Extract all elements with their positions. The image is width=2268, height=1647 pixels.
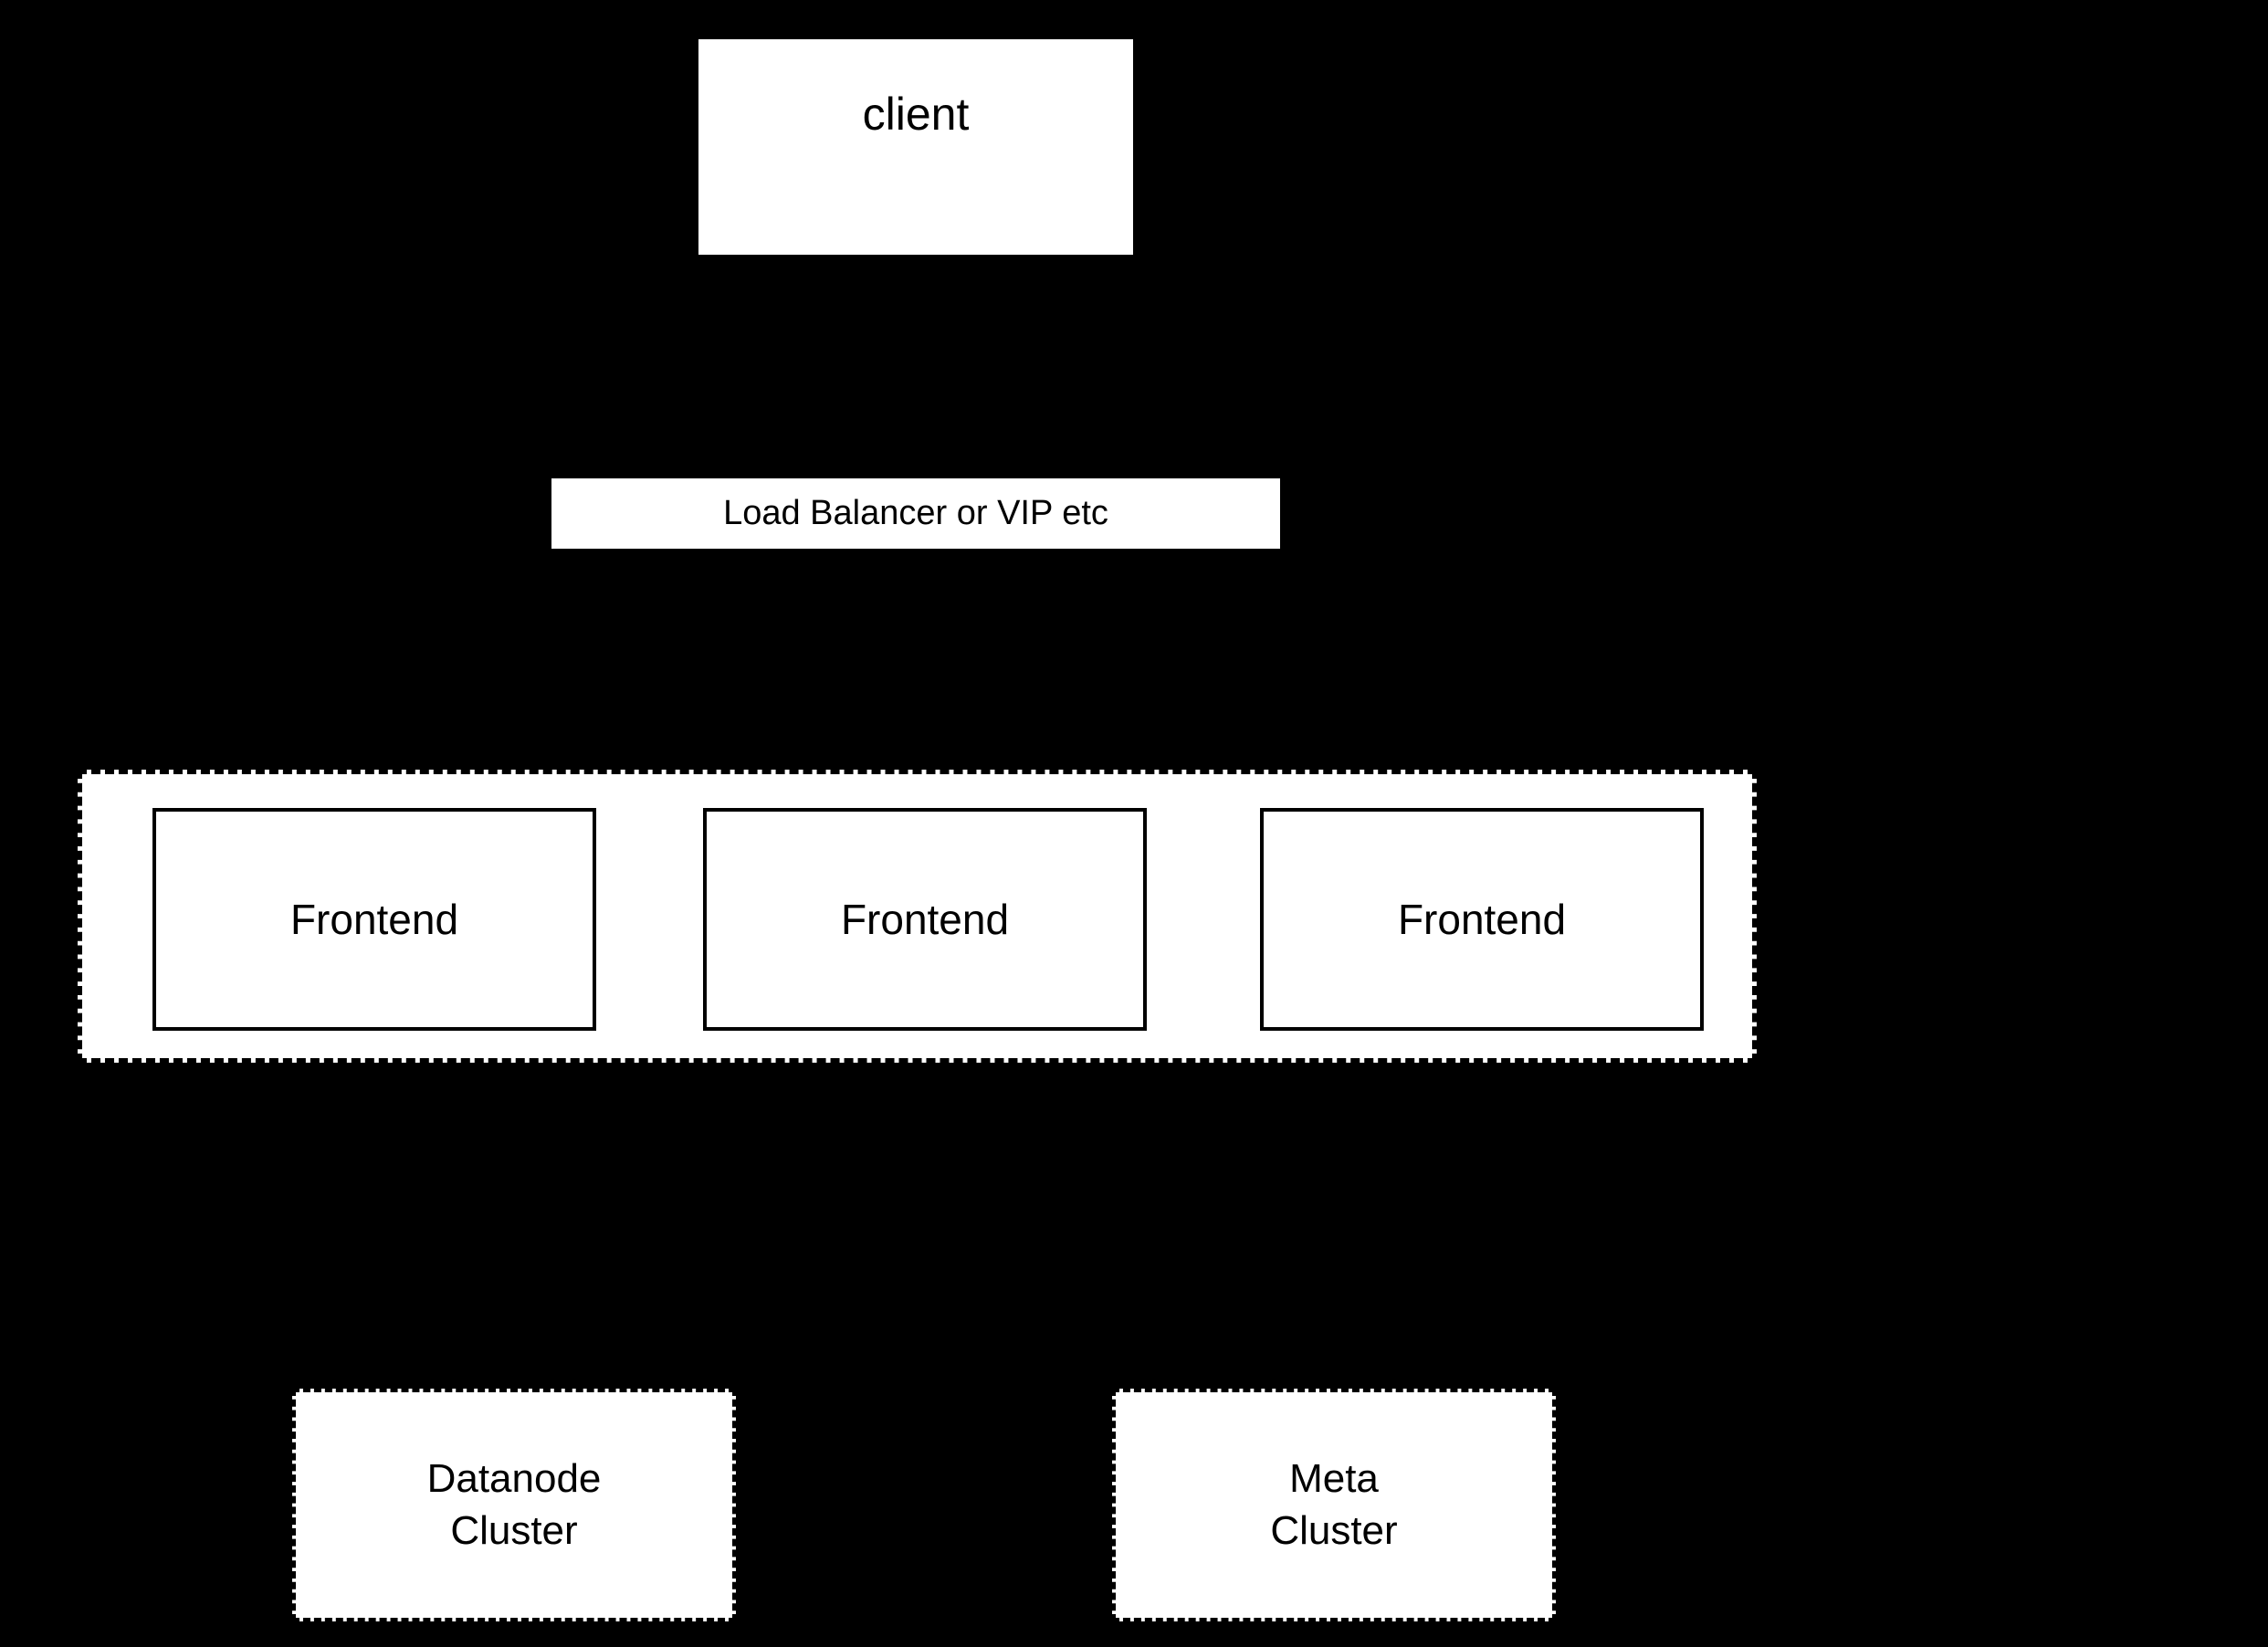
node-datanode-cluster[interactable]: Datanode Cluster bbox=[292, 1389, 736, 1621]
node-frontend-2[interactable]: Frontend bbox=[703, 808, 1147, 1031]
node-meta-cluster-label-line2: Cluster bbox=[1270, 1507, 1398, 1553]
node-client[interactable]: client bbox=[698, 39, 1133, 255]
node-datanode-cluster-label-line2: Cluster bbox=[450, 1507, 578, 1553]
node-frontend-3[interactable]: Frontend bbox=[1260, 808, 1704, 1031]
node-load-balancer[interactable]: Load Balancer or VIP etc bbox=[551, 478, 1280, 549]
node-datanode-cluster-label-line1: Datanode bbox=[426, 1456, 602, 1502]
node-client-label: client bbox=[862, 89, 970, 140]
node-frontend-3-label: Frontend bbox=[1397, 896, 1567, 943]
node-load-balancer-label: Load Balancer or VIP etc bbox=[723, 494, 1108, 533]
node-frontend-1[interactable]: Frontend bbox=[152, 808, 596, 1031]
node-meta-cluster[interactable]: Meta Cluster bbox=[1112, 1389, 1556, 1621]
node-frontend-2-label: Frontend bbox=[840, 896, 1010, 943]
node-meta-cluster-label-line1: Meta bbox=[1289, 1456, 1379, 1502]
frontend-cluster-group[interactable]: Frontend Frontend Frontend bbox=[78, 770, 1757, 1063]
node-frontend-1-label: Frontend bbox=[289, 896, 459, 943]
